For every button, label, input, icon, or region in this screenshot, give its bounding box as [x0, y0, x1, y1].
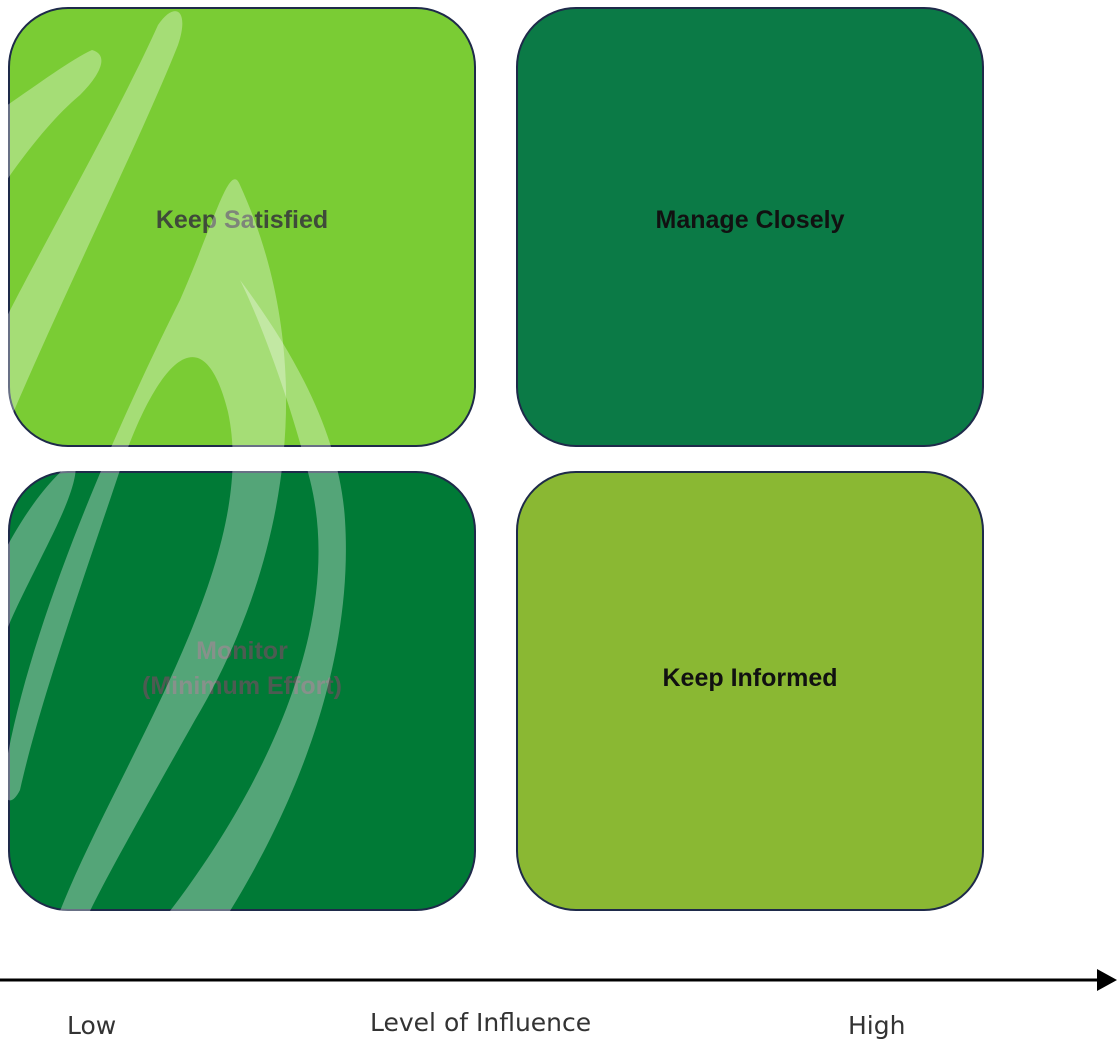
quadrant-keep-informed: Keep Informed	[516, 471, 984, 911]
quadrant-keep-satisfied: Keep Satisfied	[8, 7, 476, 447]
axis-title: Level of Influence	[370, 1008, 592, 1037]
axis-high-label: High	[848, 1011, 906, 1040]
quadrant-label-monitor: Monitor (Minimum Effort)	[142, 637, 342, 700]
quadrant-label-keep-informed: Keep Informed	[662, 664, 838, 692]
quadrant-label-keep-satisfied: Keep Satisfied	[155, 206, 329, 234]
quadrant-label-manage-closely: Manage Closely	[655, 206, 845, 234]
quadrant-manage-closely: Manage Closely	[516, 7, 984, 447]
axis-low-label: Low	[67, 1011, 117, 1040]
axis-arrowhead	[1097, 969, 1117, 991]
quadrant-monitor: Monitor (Minimum Effort)	[8, 471, 476, 911]
